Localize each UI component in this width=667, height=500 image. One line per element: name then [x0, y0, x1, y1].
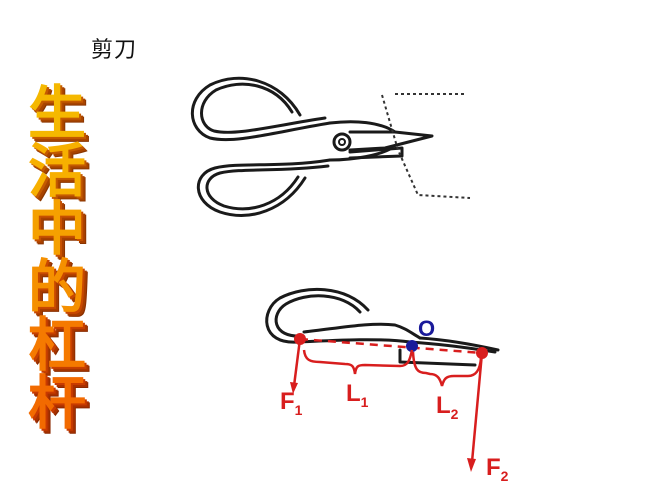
arm-label-l2: L2 [436, 392, 459, 422]
title-char: 的 [27, 253, 86, 321]
pivot-label: O [418, 316, 436, 341]
scissors-illustration [190, 76, 471, 217]
force-label-f2: F2 [486, 454, 509, 484]
force-label-f1: F1 [280, 388, 303, 418]
vertical-title: 生 活 中 的 杠 杆 [2, 84, 112, 432]
arm-label-l1: L1 [346, 380, 369, 410]
title-char: 生 [27, 79, 86, 147]
slide-label-scissors: 剪刀 [91, 38, 138, 63]
title-char: 中 [27, 195, 86, 263]
title-char: 杠 [27, 311, 86, 379]
title-char: 杆 [27, 369, 86, 437]
lever-diagram [265, 287, 500, 472]
pivot-point [406, 340, 418, 352]
title-char: 活 [27, 137, 86, 205]
